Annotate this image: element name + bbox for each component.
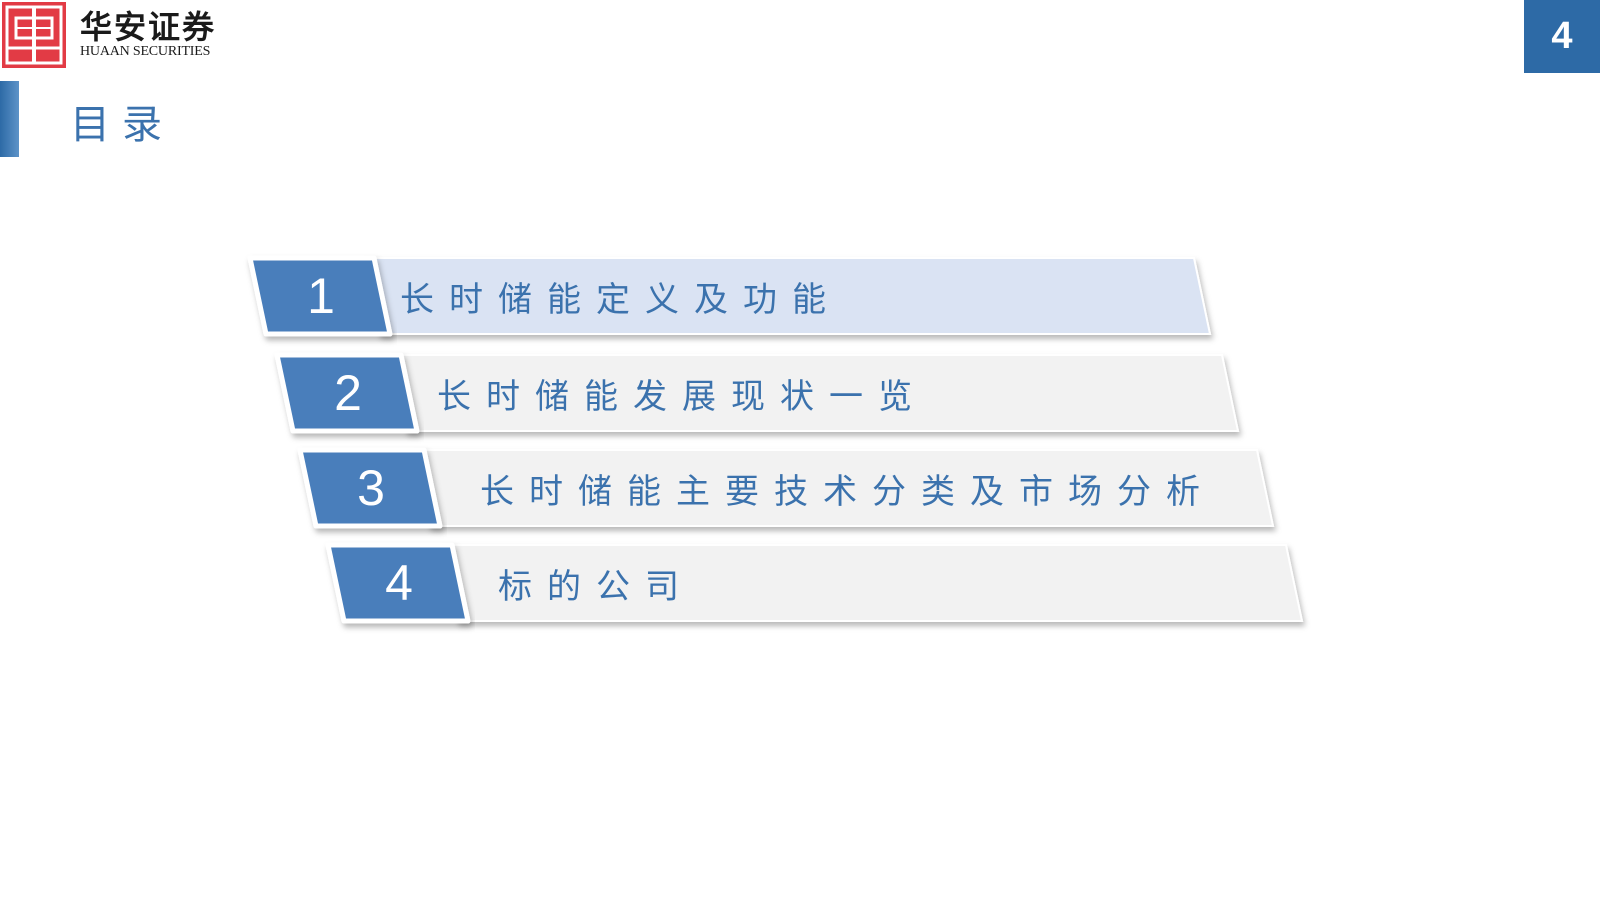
toc-number: 3	[357, 460, 385, 516]
toc-label: 标的公司	[498, 566, 694, 607]
toc-number: 2	[334, 365, 362, 421]
toc-number: 4	[385, 555, 413, 611]
page-title: 目录	[70, 102, 174, 148]
toc-number: 1	[307, 268, 335, 324]
toc-label: 长时储能发展现状一览	[437, 376, 927, 417]
title-accent-bar	[0, 81, 19, 157]
logo-english-name: HUAAN SECURITIES	[80, 44, 211, 59]
page-number: 4	[1524, 0, 1600, 73]
huaan-logo-icon	[2, 2, 66, 68]
company-logo: 华安证券 HUAAN SECURITIES	[2, 0, 216, 70]
logo-chinese-name: 华安证券	[80, 8, 217, 46]
toc-label: 长时储能定义及功能	[400, 279, 841, 320]
toc-label: 长时储能主要技术分类及市场分析	[480, 471, 1215, 512]
